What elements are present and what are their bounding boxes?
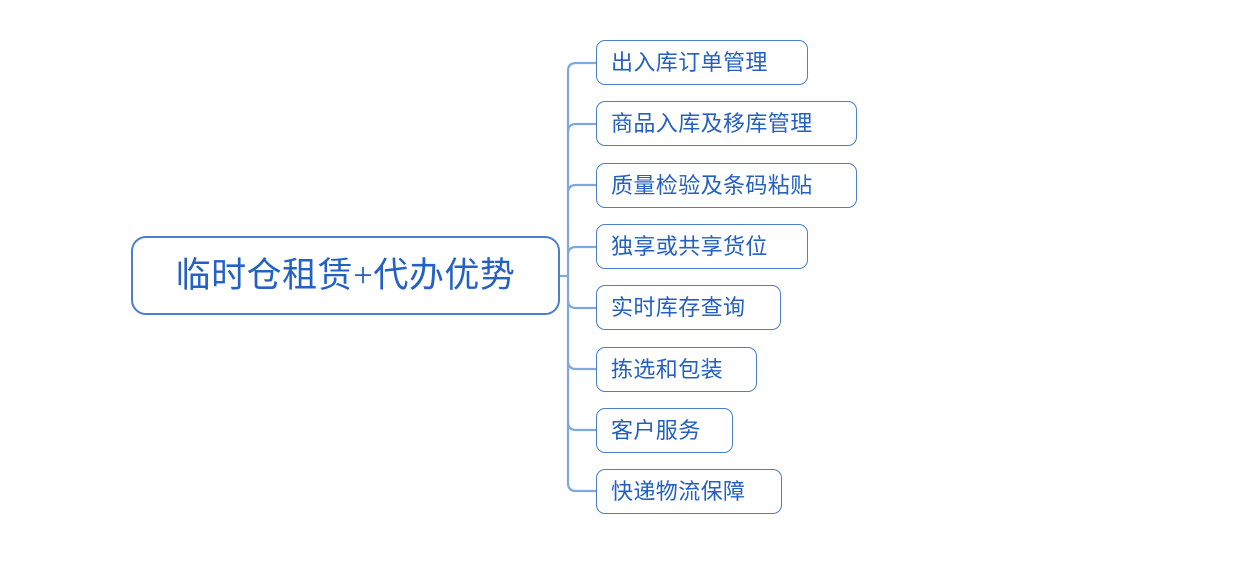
branch-node-label: 质量检验及条码粘贴 (611, 172, 813, 198)
connector-branch-7 (566, 421, 596, 432)
connector-branch-6 (566, 360, 596, 371)
branch-node-3[interactable]: 质量检验及条码粘贴 (596, 163, 857, 208)
branch-node-4[interactable]: 独享或共享货位 (596, 224, 808, 269)
branch-node-8[interactable]: 快递物流保障 (596, 469, 782, 514)
branch-node-7[interactable]: 客户服务 (596, 408, 733, 453)
root-node[interactable]: 临时仓租赁+代办优势 (131, 236, 560, 315)
branch-node-label: 出入库订单管理 (611, 49, 768, 75)
root-node-label: 临时仓租赁+代办优势 (175, 256, 516, 295)
branch-node-label: 客户服务 (611, 417, 701, 443)
branch-node-1[interactable]: 出入库订单管理 (596, 40, 808, 85)
connector-branch-4 (566, 245, 596, 256)
connector-branch-8 (566, 482, 596, 493)
branch-node-label: 实时库存查询 (611, 294, 746, 320)
connector-branch-2 (566, 122, 596, 133)
branch-node-2[interactable]: 商品入库及移库管理 (596, 101, 857, 146)
connector-branch-5 (566, 299, 596, 310)
connector-branch-3 (566, 183, 596, 194)
branch-node-label: 商品入库及移库管理 (611, 110, 813, 136)
connector-branch-1 (566, 61, 596, 72)
branch-node-label: 快递物流保障 (611, 478, 746, 504)
branch-node-label: 拣选和包装 (611, 356, 724, 382)
branch-node-5[interactable]: 实时库存查询 (596, 285, 781, 330)
branch-node-6[interactable]: 拣选和包装 (596, 347, 757, 392)
branch-node-label: 独享或共享货位 (611, 233, 768, 259)
